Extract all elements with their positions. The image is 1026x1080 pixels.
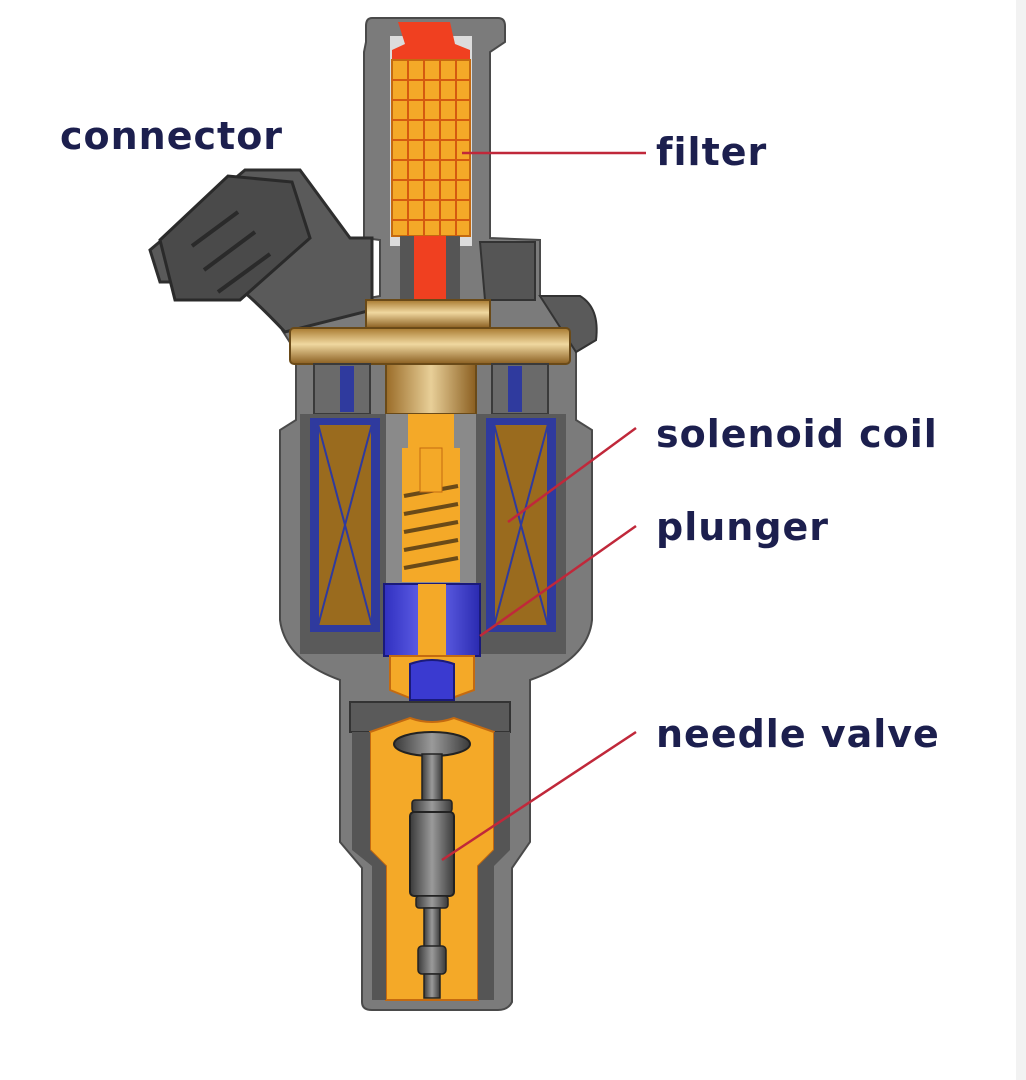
coil-lead-right [508,366,522,412]
spring [402,447,460,582]
solenoid-coil-right [486,418,556,632]
label-connector: connector [60,114,284,158]
nozzle-wall-right [478,732,510,1000]
right-edge-strip [1016,0,1026,1080]
right-clip [538,295,598,354]
passage-wall-left [400,236,414,300]
coil-lead-left [340,366,354,412]
fuel-passage [414,236,446,300]
filter [391,59,471,237]
leader-needle-valve [441,730,637,862]
nozzle-wall-left [352,732,386,1000]
label-needle-valve: needle valve [656,712,940,756]
solenoid-coil-left [310,418,380,632]
leader-plunger [479,524,637,638]
right-shoulder [478,241,536,301]
label-plunger: plunger [656,505,830,549]
label-filter: filter [656,130,768,174]
label-solenoid-coil: solenoid coil [656,412,938,456]
leader-lines [441,151,646,862]
needle-valve [393,731,471,999]
connector [148,168,374,334]
inlet-fuel-top [392,22,470,60]
passage-wall-right [446,236,460,300]
plunger [383,583,481,708]
brass-collar [289,299,571,415]
leader-solenoid-coil [507,426,637,524]
core-fuel [408,414,454,448]
